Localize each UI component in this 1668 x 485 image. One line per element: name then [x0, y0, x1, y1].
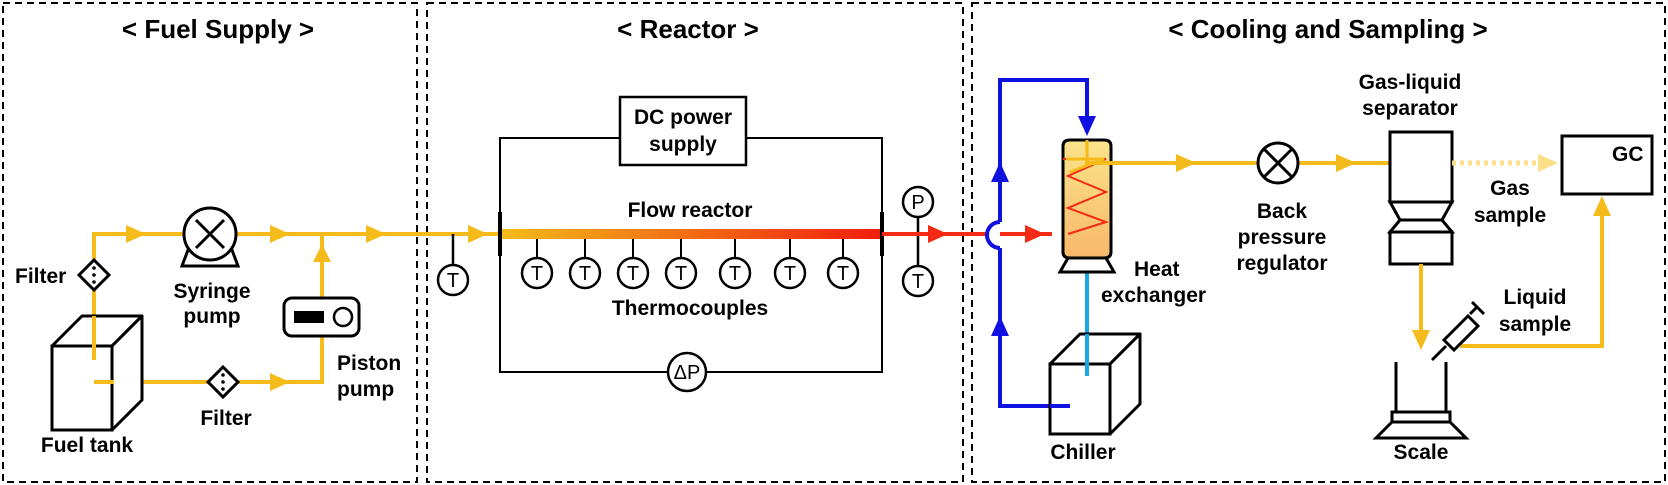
- gas-sample-label-1: Gas: [1490, 177, 1530, 200]
- fuel-supply-title: < Fuel Supply >: [122, 14, 314, 44]
- reactor-thermocouples: [520, 239, 860, 290]
- liquid-sample-label-2: sample: [1499, 313, 1571, 336]
- cooling-sampling-section: [971, 2, 1666, 483]
- gc-label: GC: [1612, 143, 1644, 166]
- arrow-icon: [1176, 154, 1196, 172]
- dp-wire-right: [707, 234, 883, 373]
- dc-power-label-1: DC power: [634, 106, 732, 129]
- fuel-arrows: [126, 225, 488, 391]
- thermocouple-3-symbol: T: [627, 263, 639, 285]
- filter-bottom-label: Filter: [200, 407, 251, 430]
- inlet-thermocouple-symbol: T: [447, 270, 459, 292]
- fuel-supply-section: [2, 2, 418, 483]
- syringe-pump-label-1: Syringe: [173, 280, 250, 303]
- dp-wire-left: [499, 234, 667, 373]
- thermocouple-7-symbol: T: [837, 263, 849, 285]
- separator-label-1: Gas-liquid: [1359, 71, 1462, 94]
- arrow-icon: [468, 225, 488, 243]
- heat-exchanger-label-1: Heat: [1134, 258, 1180, 281]
- arrow-icon: [1412, 330, 1430, 350]
- arrow-icon: [928, 225, 948, 243]
- coolant-supply-line: [985, 78, 1089, 408]
- outlet-thermocouple-icon: [901, 264, 935, 298]
- thermocouple-6-symbol: T: [784, 263, 796, 285]
- sampling-syringe-icon: [1430, 300, 1486, 362]
- arrow-icon: [1025, 225, 1045, 243]
- delta-p-gauge-icon: [666, 351, 708, 393]
- thermocouple-1-icon: [520, 239, 554, 290]
- gas-sample-label-2: sample: [1474, 204, 1546, 227]
- separator-label-2: separator: [1362, 97, 1458, 120]
- thermocouple-2-symbol: T: [579, 263, 591, 285]
- heat-exchanger-label-2: exchanger: [1101, 284, 1206, 307]
- inlet-thermocouple-icon: [436, 263, 470, 297]
- reactor-section: [426, 2, 964, 483]
- piston-pump-icon: [282, 296, 361, 338]
- thermocouple-2-icon: [568, 239, 602, 290]
- arrow-icon: [1593, 196, 1611, 216]
- dc-wire-right: [746, 137, 883, 234]
- thermocouple-1-symbol: T: [531, 263, 543, 285]
- scale-label: Scale: [1394, 441, 1449, 464]
- arrow-icon: [991, 162, 1009, 182]
- gc-instrument-box: [1560, 134, 1654, 196]
- arrow-icon: [270, 373, 290, 391]
- thermocouple-6-icon: [773, 239, 807, 290]
- flow-reactor-label: Flow reactor: [628, 199, 753, 222]
- syringe-pump-icon: [179, 206, 241, 268]
- outlet-thermocouple-symbol: T: [912, 271, 924, 293]
- thermocouple-3-icon: [616, 239, 650, 290]
- pressure-gauge-icon: [901, 185, 935, 219]
- bpr-label-1: Back: [1257, 200, 1308, 223]
- piston-pump-label-2: pump: [337, 378, 394, 401]
- reactor-title: < Reactor >: [617, 14, 759, 44]
- bpr-label-2: pressure: [1238, 226, 1327, 249]
- arrow-icon: [1078, 116, 1096, 136]
- pressure-gauge-symbol: P: [911, 192, 924, 214]
- fuel-tank-label: Fuel tank: [41, 434, 134, 457]
- flow-reactor-tube: [500, 229, 882, 239]
- arrow-icon: [991, 316, 1009, 336]
- arrow-icon: [366, 225, 386, 243]
- chiller-label: Chiller: [1050, 441, 1115, 464]
- dc-power-label-2: supply: [649, 133, 717, 156]
- thermocouple-5-symbol: T: [729, 263, 741, 285]
- gas-liquid-separator-icon: [1386, 130, 1456, 266]
- thermocouples-label: Thermocouples: [612, 297, 768, 320]
- bpr-label-3: regulator: [1236, 252, 1327, 275]
- arrow-icon: [1336, 154, 1356, 172]
- filter-top-label: Filter: [15, 265, 66, 288]
- scale-icon: [1372, 362, 1470, 440]
- arrow-icon: [270, 225, 290, 243]
- filter-top-icon: [76, 257, 112, 293]
- thermocouple-7-icon: [826, 239, 860, 290]
- thermocouple-5-icon: [718, 239, 752, 290]
- delta-p-label: ΔP: [674, 362, 701, 384]
- arrow-icon: [126, 225, 146, 243]
- chiller-icon: [1048, 332, 1142, 436]
- syringe-pump-label-2: pump: [183, 305, 240, 328]
- thermocouple-4-symbol: T: [675, 263, 687, 285]
- liquid-sample-label-1: Liquid: [1504, 286, 1567, 309]
- dc-power-supply-box: [618, 95, 748, 167]
- filter-bottom-icon: [205, 364, 241, 400]
- dc-wire-left: [499, 137, 620, 234]
- thermocouple-4-icon: [664, 239, 698, 290]
- back-pressure-regulator-icon: [1256, 141, 1300, 185]
- cooling-sampling-title: < Cooling and Sampling >: [1168, 14, 1487, 44]
- arrow-icon: [313, 244, 331, 262]
- fuel-tank-icon: [50, 314, 144, 432]
- heat-exchanger-icon: [1057, 138, 1117, 274]
- liquid-sample-line: [1460, 214, 1604, 348]
- piston-pump-label-1: Piston: [337, 352, 401, 375]
- arrow-icon: [1538, 154, 1558, 172]
